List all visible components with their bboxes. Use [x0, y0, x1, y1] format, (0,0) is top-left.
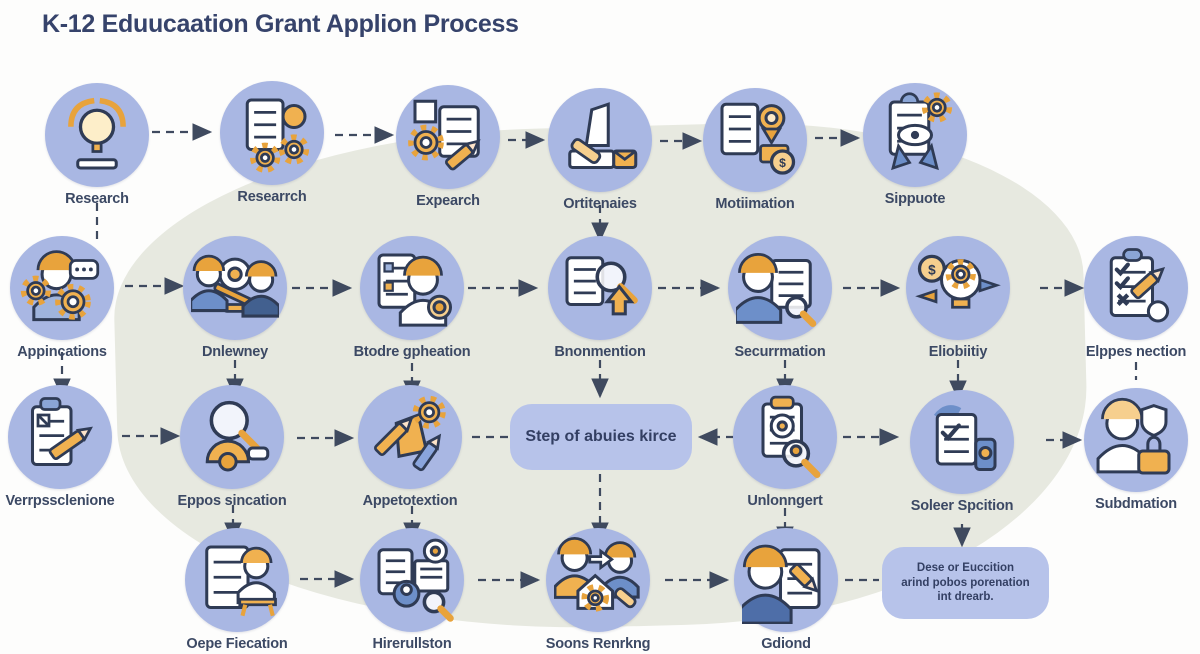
node-label-soleer-spcition: Soleer Spcition	[910, 498, 1014, 514]
node-label-sippuote: Sippuote	[884, 191, 946, 207]
head-gear-dollar-icon: $	[906, 236, 1010, 340]
people-balance-icon	[183, 236, 287, 340]
node-appincations: Appincations	[0, 236, 142, 361]
node-dnlewney: Dnlewney	[155, 236, 315, 361]
node-label-research: Research	[65, 191, 129, 207]
node-researrch: Researrch	[192, 81, 352, 206]
node-sippuote: Sippuote	[835, 83, 995, 208]
people-house-gear-icon	[546, 528, 650, 632]
profile-cards-magnifier-icon	[360, 528, 464, 632]
node-label-appincations: Appincations	[17, 344, 107, 360]
person-shield-briefcase-icon	[1084, 388, 1188, 492]
clipboard-checklist-pencil-icon	[1084, 236, 1188, 340]
svg-text:$: $	[928, 262, 936, 277]
checklist-woman-coin-icon	[360, 236, 464, 340]
page-title: K-12 Eduucaation Grant Applion Process	[42, 10, 519, 38]
node-label-researrch: Researrch	[237, 189, 307, 205]
node-label-appetotextion: Appetotextion	[362, 493, 458, 509]
pencil-gear-bag-icon	[358, 385, 462, 489]
node-label-subdmation: Subdmation	[1095, 496, 1177, 512]
document-worker-icon	[185, 528, 289, 632]
node-appetotextion: Appetotextion	[330, 385, 490, 510]
node-gdiond: Gdiond	[706, 528, 866, 653]
node-soleer-spcition: Soleer Spcition	[882, 390, 1042, 515]
node-label-dnlewney: Dnlewney	[201, 344, 269, 360]
node-label-unlonngert: Unlonngert	[747, 493, 823, 509]
clipboard-eye-rocket-icon	[863, 83, 967, 187]
node-hirerullston: Hirerullston	[332, 528, 492, 653]
node-unlonngert: Unlonngert	[705, 385, 865, 510]
document-check-phone-icon	[910, 390, 1014, 494]
node-elppes-nection: Elppes nection	[1056, 236, 1200, 361]
node-btodre-gpheation: Btodre gpheation	[332, 236, 492, 361]
node-ortitenaies: Ortitenaies	[520, 88, 680, 213]
node-label-expearch: Expearch	[416, 193, 480, 209]
node-verrpssclenione: Verrpssclenione	[0, 385, 140, 510]
node-label-elppes-nection: Elppes nection	[1085, 344, 1187, 360]
node-label-hirerullston: Hirerullston	[372, 636, 452, 652]
node-research: Research	[17, 83, 177, 208]
node-label-motiimation: Motiimation	[715, 196, 795, 212]
node-soons-renrkng: Soons Renrkng	[518, 528, 678, 653]
step-box-text: Step of abuies kirce	[525, 428, 677, 445]
person-writing-document-icon	[734, 528, 838, 632]
node-eppos-sincation: Eppos sincation	[152, 385, 312, 510]
node-label-ortitenaies: Ortitenaies	[563, 196, 637, 212]
person-gears-chat-icon	[10, 236, 114, 340]
person-document-magnifier-icon	[728, 236, 832, 340]
document-gear-pencil-icon	[396, 85, 500, 189]
step-box: Step of abuies kirce	[510, 404, 692, 470]
node-label-securrmation: Securrmation	[734, 344, 826, 360]
node-label-oepe-fiecation: Oepe Fiecation	[186, 636, 288, 652]
document-gears-money-icon	[220, 81, 324, 185]
node-label-eppos-sincation: Eppos sincation	[177, 493, 287, 509]
clipboard-person-magnifier-icon	[733, 385, 837, 489]
lightbulb-innovation-icon	[45, 83, 149, 187]
node-label-btodre-gpheation: Btodre gpheation	[353, 344, 471, 360]
node-label-gdiond: Gdiond	[761, 636, 811, 652]
node-oepe-fiecation: Oepe Fiecation	[157, 528, 317, 653]
document-magnifier-arrow-icon	[548, 236, 652, 340]
node-label-soons-renrkng: Soons Renrkng	[545, 636, 651, 652]
node-label-verrpssclenione: Verrpssclenione	[5, 493, 115, 509]
machine-envelope-icon	[548, 88, 652, 192]
svg-text:$: $	[779, 156, 786, 170]
magnifier-gauge-icon	[180, 385, 284, 489]
node-subdmation: Subdmation	[1056, 388, 1200, 513]
node-expearch: Expearch	[368, 85, 528, 210]
node-motiimation: $ Motiimation	[675, 88, 835, 213]
node-bnonmention: Bnonmention	[520, 236, 680, 361]
node-eliobiitiy: $ Eliobiitiy	[878, 236, 1038, 361]
node-label-bnonmention: Bnonmention	[554, 344, 646, 360]
clipboard-pencil-icon	[8, 385, 112, 489]
node-securrmation: Securrmation	[700, 236, 860, 361]
node-label-eliobiitiy: Eliobiitiy	[928, 344, 988, 360]
checklist-ribbon-money-icon: $	[703, 88, 807, 192]
